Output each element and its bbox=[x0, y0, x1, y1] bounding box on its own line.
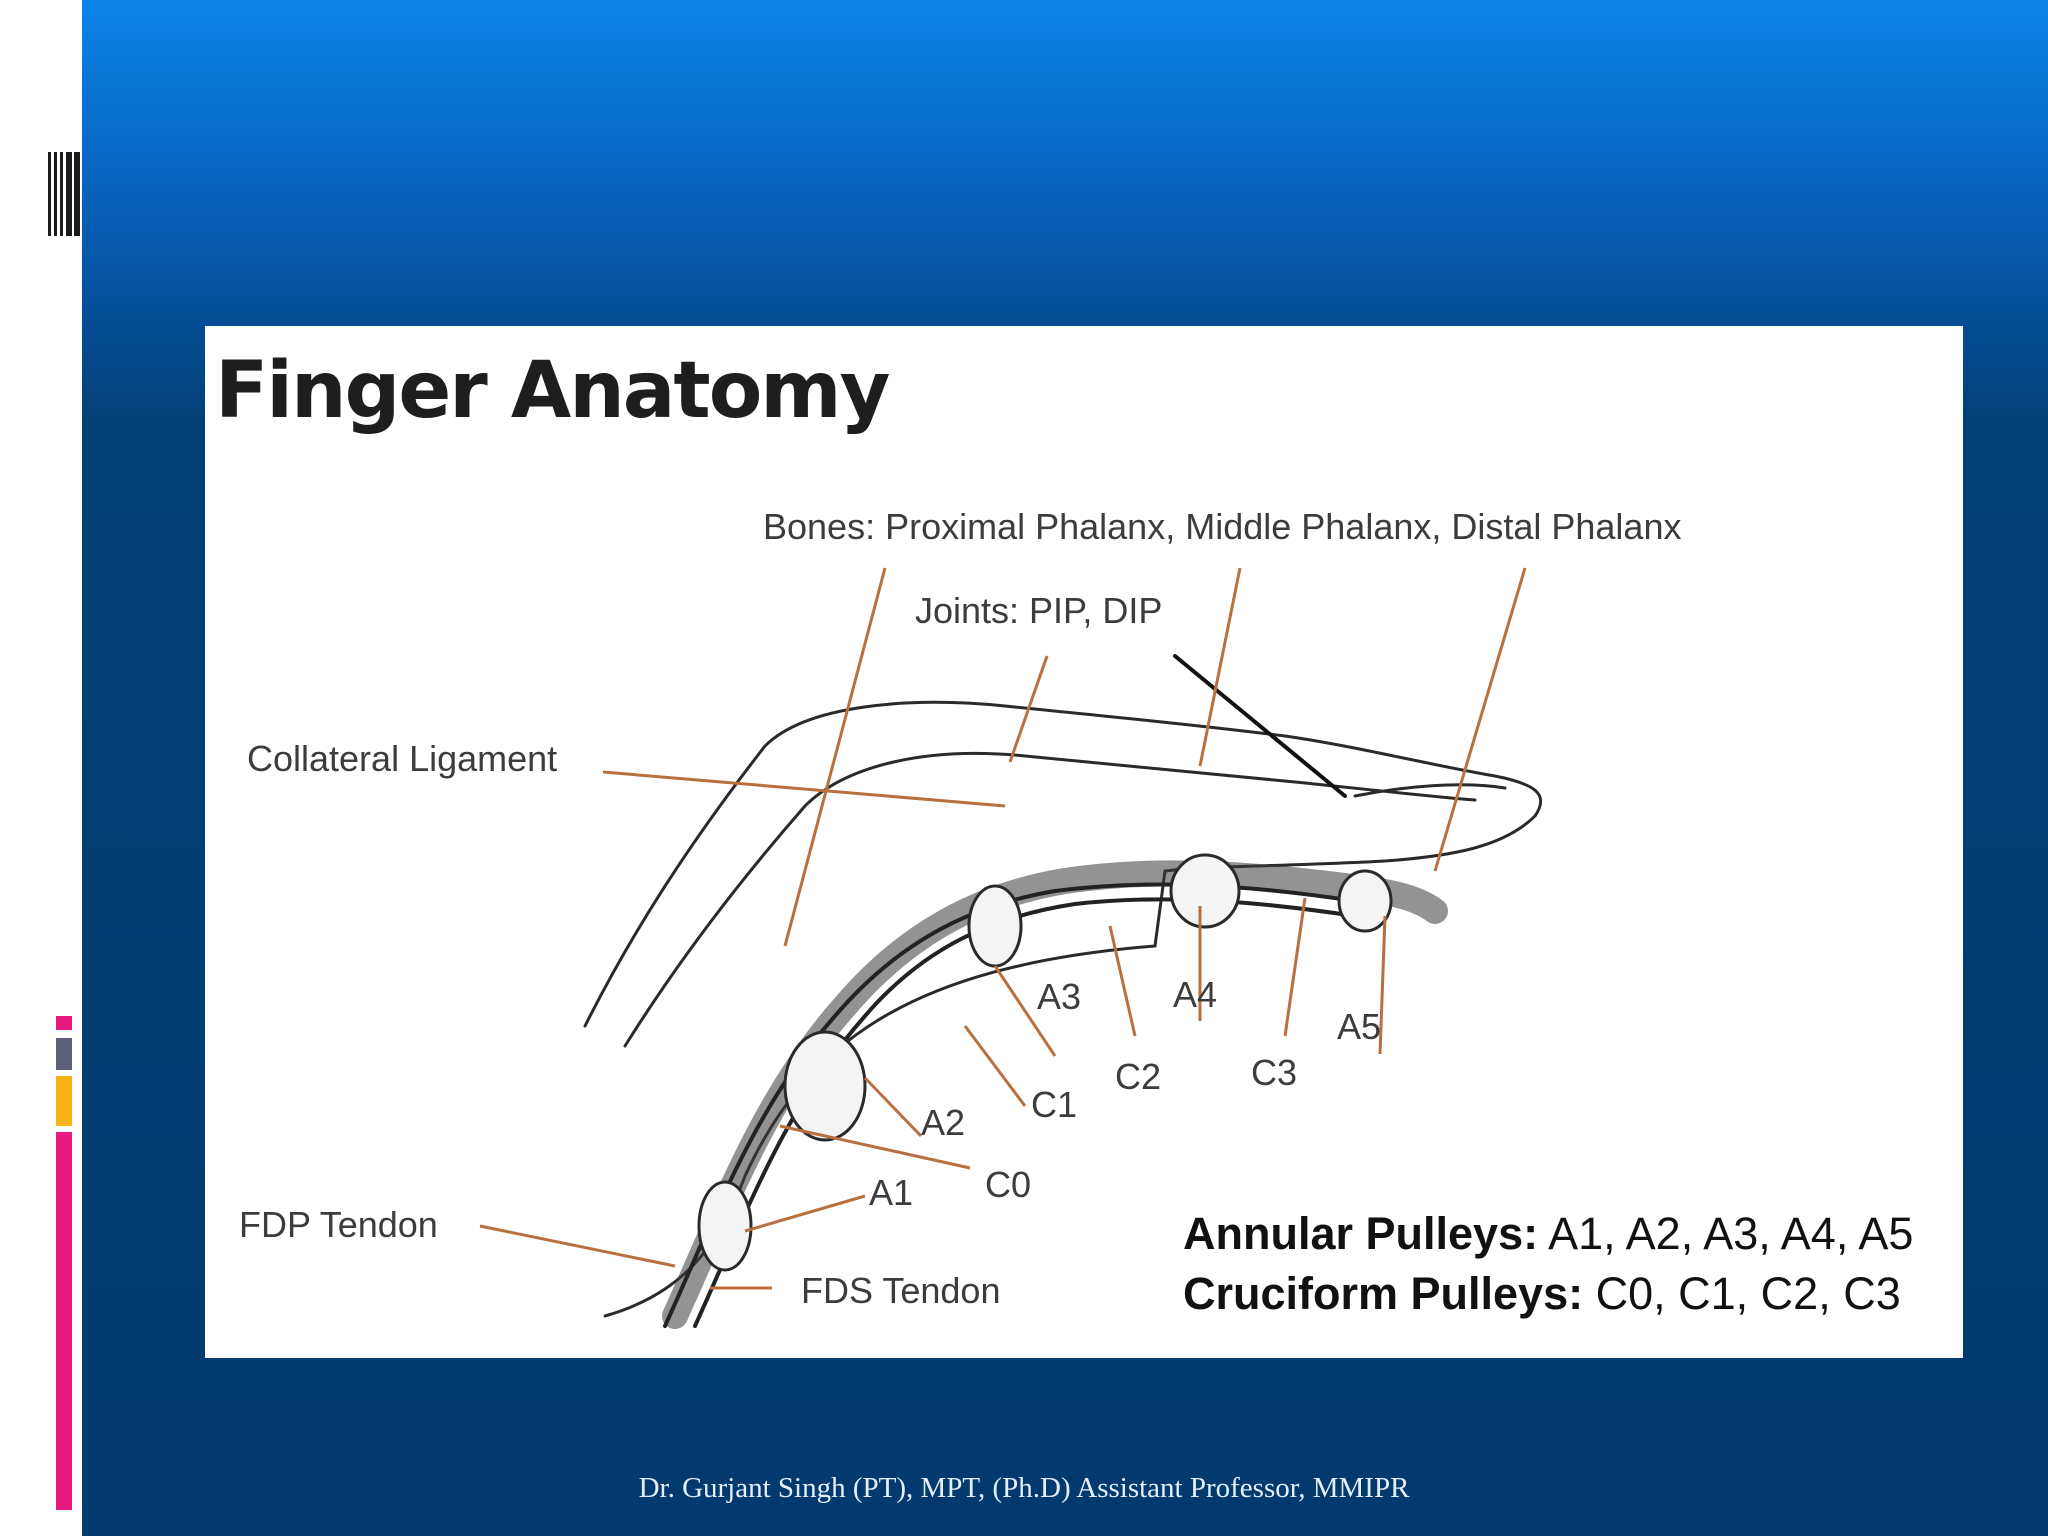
footer-credit: Dr. Gurjant Singh (PT), MPT, (Ph.D) Assi… bbox=[638, 1472, 1410, 1504]
pulley-a1 bbox=[697, 1180, 753, 1272]
label-joints: Joints: PIP, DIP bbox=[915, 590, 1163, 631]
label-bones: Bones: Proximal Phalanx, Middle Phalanx,… bbox=[763, 506, 1682, 547]
label-c3: C3 bbox=[1251, 1052, 1298, 1093]
label-collateral-ligament: Collateral Ligament bbox=[247, 738, 558, 779]
legend-annular-values: A1, A2, A3, A4, A5 bbox=[1538, 1208, 1914, 1259]
finger-illustration bbox=[479, 567, 1543, 1329]
pulley-a5 bbox=[1337, 869, 1393, 933]
deco-bar-pink-long bbox=[56, 1132, 72, 1510]
label-c0: C0 bbox=[985, 1164, 1032, 1205]
leader-lines bbox=[479, 567, 1527, 1290]
label-a2: A2 bbox=[921, 1102, 966, 1143]
label-a3: A3 bbox=[1037, 976, 1082, 1017]
decorative-lines bbox=[48, 152, 82, 236]
legend-cruciform-values: C0, C1, C2, C3 bbox=[1583, 1268, 1901, 1319]
label-a4: A4 bbox=[1173, 974, 1218, 1015]
deco-bar-gray bbox=[56, 1038, 72, 1070]
figure-title: Finger Anatomy bbox=[215, 346, 890, 436]
legend-annular-heading: Annular Pulleys: bbox=[1183, 1208, 1539, 1259]
label-a5: A5 bbox=[1337, 1006, 1382, 1047]
finger-anatomy-figure: Finger Anatomy Bones: Proximal Phalanx, … bbox=[205, 326, 1963, 1358]
deco-bar-pink-top bbox=[56, 1016, 72, 1030]
pulley-a4 bbox=[1169, 853, 1241, 929]
pulley-a3 bbox=[967, 884, 1023, 968]
pulley-a2 bbox=[783, 1030, 867, 1142]
label-fdp-tendon: FDP Tendon bbox=[239, 1204, 438, 1245]
label-c2: C2 bbox=[1115, 1056, 1162, 1097]
nail bbox=[1353, 783, 1507, 798]
label-fds-tendon: FDS Tendon bbox=[801, 1270, 1001, 1311]
deco-bar-gold bbox=[56, 1076, 72, 1126]
label-a1: A1 bbox=[869, 1172, 914, 1213]
legend-annular: Annular Pulleys: A1, A2, A3, A4, A5 bbox=[1183, 1208, 1913, 1260]
label-c1: C1 bbox=[1031, 1084, 1078, 1125]
joint-marker-line bbox=[1173, 654, 1347, 798]
legend-cruciform: Cruciform Pulleys: C0, C1, C2, C3 bbox=[1183, 1268, 1901, 1320]
legend-cruciform-heading: Cruciform Pulleys: bbox=[1183, 1268, 1584, 1319]
